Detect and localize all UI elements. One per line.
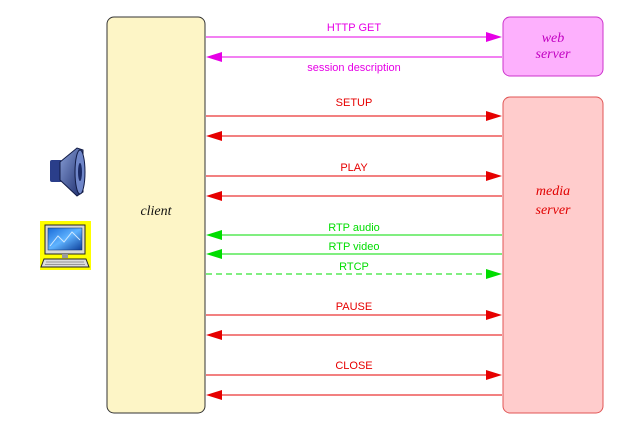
- message-rtp-video: RTP video: [206, 241, 502, 259]
- message-pause: PAUSE: [206, 301, 502, 320]
- media-server-label-line1: media: [536, 184, 570, 199]
- message-http-get: HTTP GET: [206, 22, 502, 42]
- message-close-reply: [206, 390, 502, 400]
- message-play-reply: [206, 191, 502, 201]
- message-label-setup: SETUP: [336, 97, 373, 109]
- message-session-description: session description: [206, 52, 502, 74]
- message-rtcp: RTCP: [206, 261, 502, 279]
- web-server-label-line2: server: [536, 47, 572, 62]
- client-label: client: [140, 204, 172, 219]
- message-label-http-get: HTTP GET: [327, 22, 381, 34]
- message-label-rtcp: RTCP: [339, 261, 369, 273]
- client-box: [106, 16, 206, 414]
- media-server-label-line2: server: [536, 203, 572, 218]
- message-play: PLAY: [206, 162, 502, 181]
- speaker-icon: [50, 147, 86, 197]
- message-label-rtp-audio: RTP audio: [328, 222, 380, 234]
- message-label-session-description: session description: [307, 62, 401, 74]
- computer-icon: [40, 221, 91, 270]
- message-setup: SETUP: [206, 97, 502, 121]
- media-server-box: [502, 96, 604, 414]
- message-label-close: CLOSE: [335, 360, 372, 372]
- message-label-rtp-video: RTP video: [329, 241, 380, 253]
- web-server-label-line1: web: [542, 31, 565, 46]
- message-setup-reply: [206, 131, 502, 141]
- message-rtp-audio: RTP audio: [206, 222, 502, 240]
- message-label-play: PLAY: [340, 162, 368, 174]
- message-pause-reply: [206, 330, 502, 340]
- web-server-box: [502, 16, 604, 77]
- message-close: CLOSE: [206, 360, 502, 380]
- message-label-pause: PAUSE: [336, 301, 372, 313]
